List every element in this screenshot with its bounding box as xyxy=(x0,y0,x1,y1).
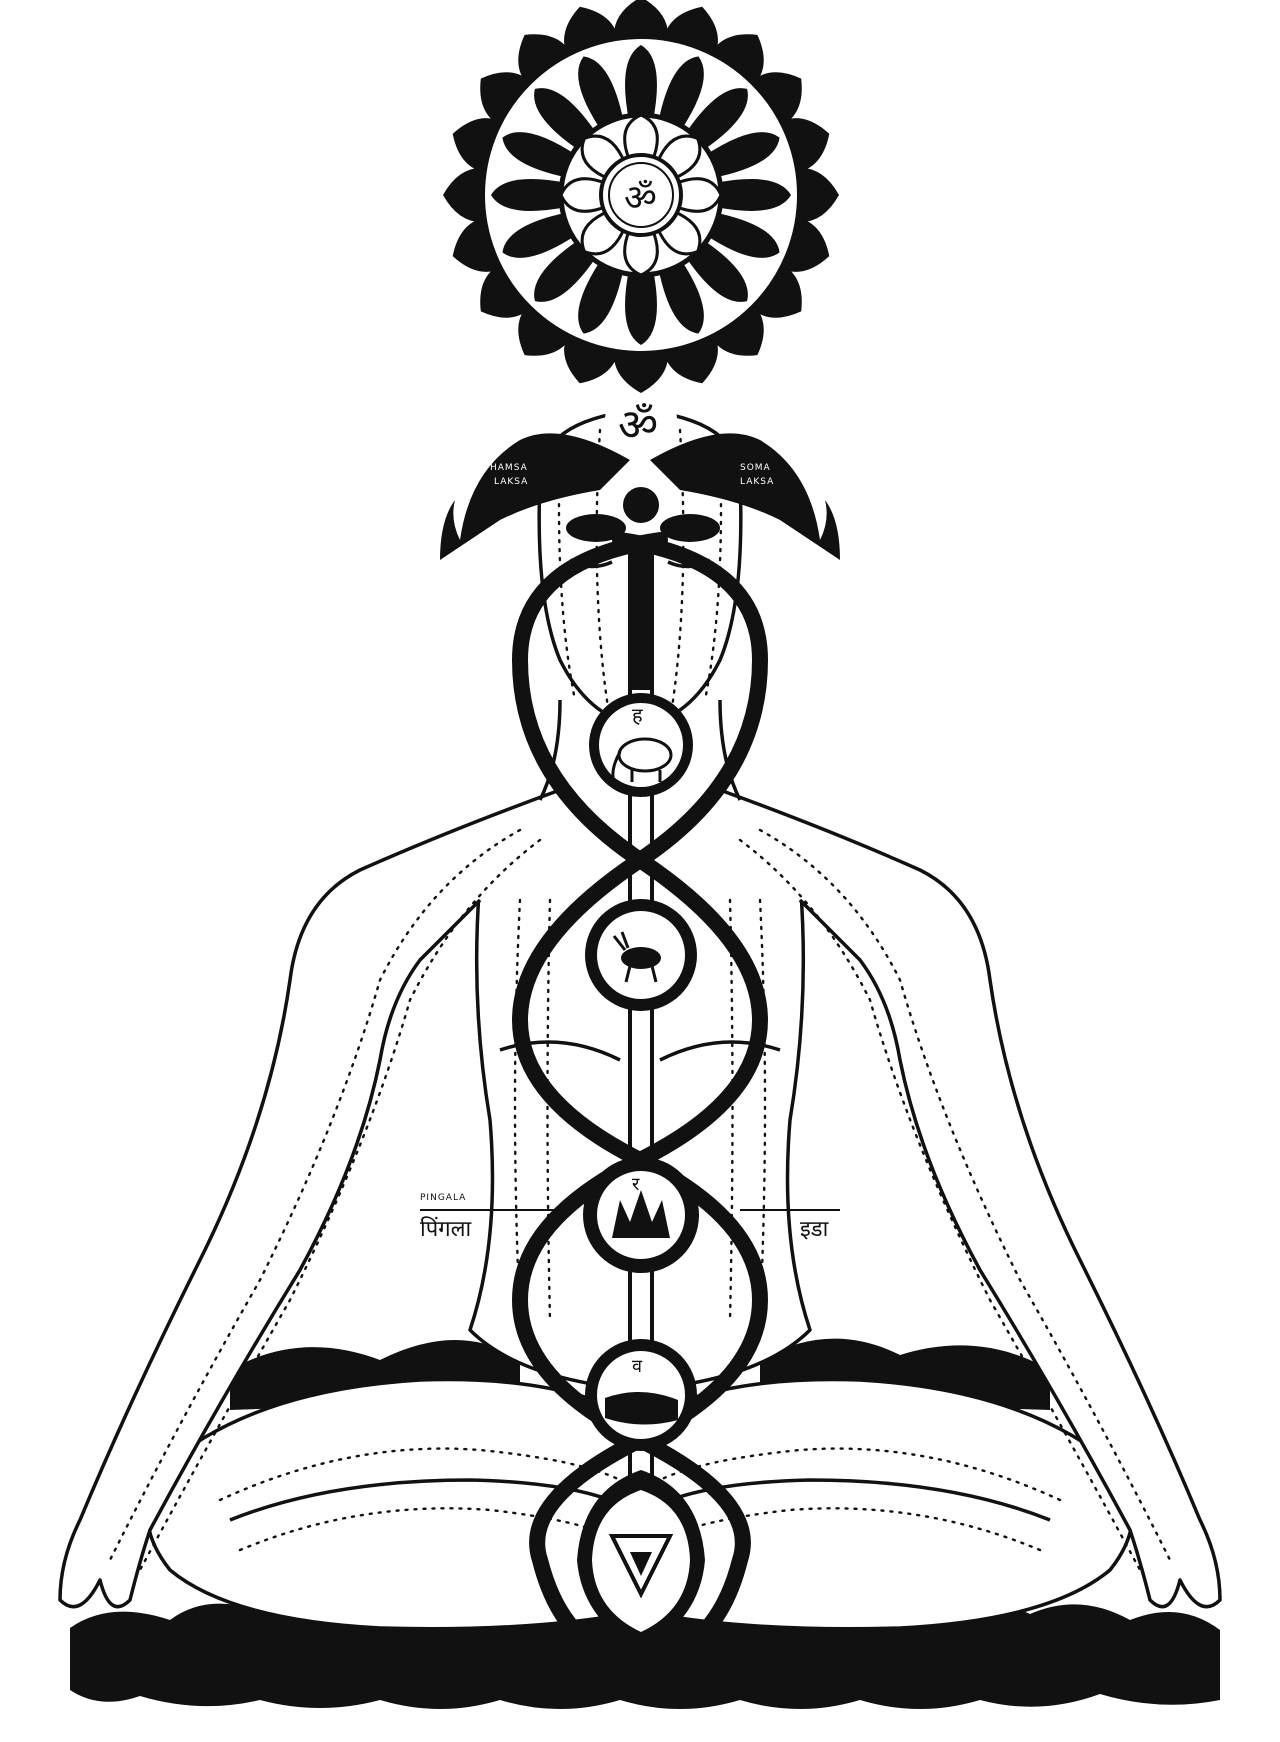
side-label-left: पिंगला xyxy=(420,1216,471,1242)
lotus-petal xyxy=(534,88,598,152)
lotus-petal xyxy=(703,132,780,178)
chakra-manipura: र xyxy=(583,1157,699,1273)
lotus-petal xyxy=(578,56,624,133)
lotus-petal xyxy=(684,238,748,302)
chakra-manipura-seed: र xyxy=(632,1174,640,1195)
chakra-svadhisthana-seed: व xyxy=(632,1356,643,1377)
side-label-right: इडा xyxy=(800,1217,829,1242)
crocodile-icon xyxy=(605,1391,678,1425)
chakra-anahata xyxy=(585,899,697,1011)
wing-right-line2: LAKSA xyxy=(740,477,774,487)
wing-left-line2: LAKSA xyxy=(494,477,528,487)
chakra-muladhara xyxy=(577,1470,705,1650)
lotus-petal xyxy=(658,56,704,133)
lotus-petal xyxy=(534,238,598,302)
triangle-yoni-icon xyxy=(608,1534,674,1599)
lotus-petal xyxy=(502,132,579,178)
lotus-petal xyxy=(491,179,568,211)
wing-left-line1: HAMSA xyxy=(490,463,528,473)
lotus-petal xyxy=(578,257,624,334)
antelope-icon xyxy=(612,931,661,983)
chakra-throat-seed: ह xyxy=(632,703,643,727)
om-wings: ॐ xyxy=(618,400,658,451)
chakra-svadhisthana: व xyxy=(585,1339,697,1451)
lotus-petal xyxy=(623,113,659,163)
om-crown: ॐ xyxy=(624,178,657,219)
serpent-ida-icon xyxy=(511,532,769,1668)
winged-om-icon: ॐ xyxy=(440,384,840,560)
lotus-petal xyxy=(559,177,609,213)
wing-right-line1: SOMA xyxy=(740,463,771,473)
flame-icon xyxy=(612,1190,670,1238)
lotus-petal xyxy=(703,212,780,258)
lotus-petal xyxy=(684,88,748,152)
side-label-left-small: PINGALA xyxy=(420,1193,466,1203)
lotus-petal xyxy=(673,177,723,213)
lotus-petal xyxy=(625,45,657,122)
elephant-icon xyxy=(611,737,673,783)
lotus-petal xyxy=(502,212,579,258)
chakra-vishuddha: ह xyxy=(589,693,693,797)
lotus-petal xyxy=(625,268,657,345)
lotus-petal xyxy=(623,227,659,277)
lotus-petal xyxy=(714,179,791,211)
serpent-pingala-icon xyxy=(511,532,769,1668)
lotus-petal xyxy=(658,257,704,334)
thousand-petal-lotus-icon: ॐ xyxy=(443,0,839,393)
